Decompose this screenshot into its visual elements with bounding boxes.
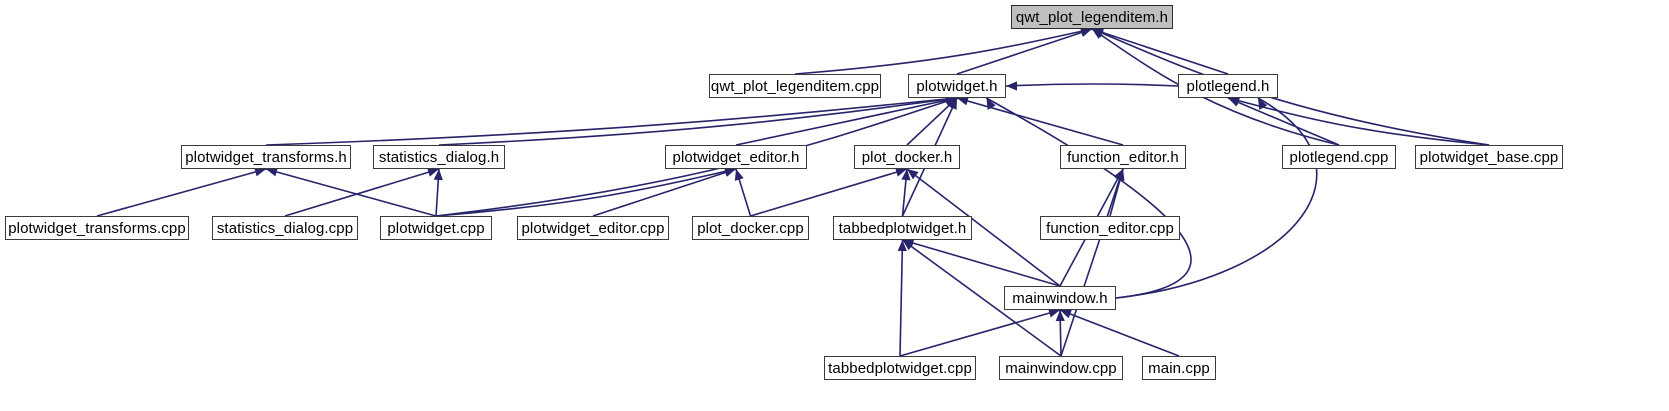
graph-edge bbox=[1227, 97, 1340, 146]
graph-edge bbox=[899, 239, 904, 357]
edge-arrowhead bbox=[1006, 81, 1017, 91]
graph-edge bbox=[1091, 28, 1490, 146]
graph-node-plotwidget-editor-cpp[interactable]: plotwidget_editor.cpp bbox=[517, 216, 669, 240]
graph-node-tabbedplotwidget-h[interactable]: tabbedplotwidget.h bbox=[833, 216, 972, 240]
edge-arrowhead bbox=[902, 240, 915, 251]
graph-edge bbox=[96, 168, 267, 217]
graph-node-plotwidget-transforms-cpp[interactable]: plotwidget_transforms.cpp bbox=[5, 216, 189, 240]
graph-node-plotwidget-transforms-h[interactable]: plotwidget_transforms.h bbox=[181, 145, 351, 169]
graph-node-plotlegend-cpp[interactable]: plotlegend.cpp bbox=[1282, 145, 1396, 169]
graph-edge bbox=[1059, 309, 1180, 357]
graph-node-label: plotwidget_editor.h bbox=[672, 148, 800, 166]
graph-edge bbox=[902, 239, 1062, 357]
graph-node-mainwindow-h[interactable]: mainwindow.h bbox=[1004, 286, 1116, 310]
graph-edge bbox=[1091, 28, 1229, 75]
edge-arrowhead bbox=[986, 98, 996, 110]
edge-arrowhead bbox=[724, 168, 736, 177]
graph-node-statistics-dialog-h[interactable]: statistics_dialog.h bbox=[373, 145, 505, 169]
graph-edge bbox=[956, 97, 1124, 146]
edge-arrowhead bbox=[948, 98, 957, 110]
graph-node-label: main.cpp bbox=[1148, 359, 1210, 377]
graph-edge bbox=[265, 97, 958, 146]
edge-arrowhead bbox=[1258, 98, 1268, 110]
graph-node-label: plot_docker.h bbox=[861, 148, 953, 166]
graph-node-label: function_editor.h bbox=[1067, 148, 1179, 166]
graph-node-label: qwt_plot_legenditem.cpp bbox=[710, 77, 880, 95]
graph-node-label: plotwidget_transforms.h bbox=[185, 148, 347, 166]
graph-node-label: qwt_plot_legenditem.h bbox=[1015, 8, 1169, 26]
graph-edge bbox=[284, 168, 440, 217]
graph-edge bbox=[986, 97, 1192, 299]
graph-edge bbox=[750, 168, 908, 217]
edge-arrowhead bbox=[1055, 310, 1065, 322]
graph-node-qwt-plot-legenditem-h[interactable]: qwt_plot_legenditem.h bbox=[1011, 5, 1173, 29]
edge-arrowhead bbox=[254, 167, 266, 177]
graph-edge bbox=[899, 309, 1061, 357]
graph-node-plotwidget-h[interactable]: plotwidget.h bbox=[908, 74, 1006, 98]
graph-node-label: function_editor.cpp bbox=[1046, 219, 1174, 237]
edge-arrowhead bbox=[427, 167, 439, 177]
graph-edge bbox=[438, 97, 958, 146]
graph-node-plotwidget-cpp[interactable]: plotwidget.cpp bbox=[380, 216, 492, 240]
graph-node-function-editor-cpp[interactable]: function_editor.cpp bbox=[1040, 216, 1180, 240]
edge-arrowhead bbox=[433, 169, 443, 181]
graph-node-label: mainwindow.h bbox=[1012, 289, 1108, 307]
graph-node-plot-docker-h[interactable]: plot_docker.h bbox=[854, 145, 960, 169]
graph-node-label: plotwidget_transforms.cpp bbox=[8, 219, 186, 237]
graph-edge bbox=[902, 239, 1061, 287]
graph-node-main-cpp[interactable]: main.cpp bbox=[1142, 356, 1216, 380]
graph-edge bbox=[1060, 168, 1124, 357]
edge-arrowhead bbox=[1092, 28, 1104, 38]
graph-node-label: plotwidget.cpp bbox=[387, 219, 485, 237]
graph-node-label: mainwindow.cpp bbox=[1005, 359, 1117, 377]
edge-arrowhead bbox=[907, 169, 919, 180]
graph-node-function-editor-h[interactable]: function_editor.h bbox=[1060, 145, 1186, 169]
graph-node-plotwidget-editor-h[interactable]: plotwidget_editor.h bbox=[665, 145, 807, 169]
graph-node-label: plotlegend.h bbox=[1186, 77, 1270, 95]
graph-edge bbox=[265, 168, 437, 217]
graph-edge bbox=[906, 168, 1061, 287]
edge-arrowhead bbox=[897, 240, 907, 252]
graph-node-label: plotwidget.h bbox=[916, 77, 998, 95]
edge-arrowhead bbox=[1115, 169, 1124, 181]
graph-node-tabbedplotwidget-cpp[interactable]: tabbedplotwidget.cpp bbox=[824, 356, 976, 380]
graph-node-label: tabbedplotwidget.h bbox=[838, 219, 967, 237]
graph-edge bbox=[794, 28, 1093, 75]
graph-node-label: statistics_dialog.cpp bbox=[216, 219, 354, 237]
graph-edge bbox=[1005, 83, 1179, 87]
edge-arrowhead bbox=[945, 96, 957, 106]
graph-node-mainwindow-cpp[interactable]: mainwindow.cpp bbox=[999, 356, 1123, 380]
edge-arrowhead bbox=[1060, 309, 1072, 319]
edge-arrowhead bbox=[895, 167, 907, 177]
graph-node-plotwidget-base-cpp[interactable]: plotwidget_base.cpp bbox=[1415, 145, 1563, 169]
graph-edge bbox=[956, 28, 1093, 75]
edge-arrowhead bbox=[1228, 96, 1240, 106]
graph-edge bbox=[435, 168, 737, 217]
graph-node-label: plotwidget_base.cpp bbox=[1419, 148, 1559, 166]
graph-edge bbox=[592, 168, 737, 217]
graph-node-label: plotlegend.cpp bbox=[1289, 148, 1389, 166]
edge-arrowhead bbox=[734, 169, 744, 181]
edge-arrowhead bbox=[901, 169, 911, 181]
graph-node-label: statistics_dialog.h bbox=[378, 148, 500, 166]
graph-node-label: plot_docker.cpp bbox=[697, 219, 804, 237]
graph-edge bbox=[735, 97, 958, 146]
graph-node-label: tabbedplotwidget.cpp bbox=[828, 359, 972, 377]
graph-node-plotlegend-h[interactable]: plotlegend.h bbox=[1178, 74, 1278, 98]
graph-node-plot-docker-cpp[interactable]: plot_docker.cpp bbox=[692, 216, 809, 240]
graph-edge bbox=[1115, 97, 1318, 299]
edge-arrowhead bbox=[957, 96, 969, 106]
graph-edge bbox=[1227, 97, 1490, 146]
graph-node-qwt-plot-legenditem-cpp[interactable]: qwt_plot_legenditem.cpp bbox=[709, 74, 881, 98]
graph-node-label: plotwidget_editor.cpp bbox=[521, 219, 665, 237]
graph-node-statistics-dialog-cpp[interactable]: statistics_dialog.cpp bbox=[212, 216, 358, 240]
edge-arrowhead bbox=[266, 167, 278, 177]
edge-arrowhead bbox=[1048, 308, 1060, 318]
edge-arrowhead bbox=[1080, 28, 1092, 37]
